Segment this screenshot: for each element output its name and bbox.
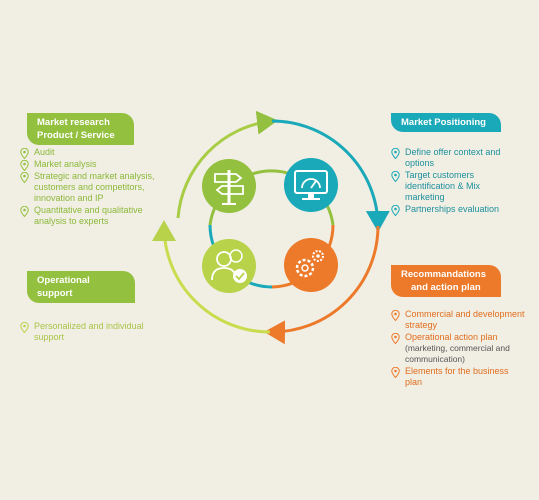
location-pin-icon [20,206,29,217]
recommendations-title-line1: Recommandations [401,269,486,280]
location-pin-icon [20,160,29,171]
list-item: Market analysis [20,159,168,171]
location-pin-icon [391,148,400,159]
gears-icon [284,238,338,292]
operational-support-list: Personalized and individual support [20,321,150,344]
location-pin-icon [391,310,400,321]
location-pin-icon [391,171,400,182]
market-positioning-title: Market Positioning [401,117,486,128]
list-item: Elements for the business plan [391,366,527,388]
list-item: Strategic and market analysis, customers… [20,171,168,204]
location-pin-icon [391,333,400,344]
monitor-gauge-icon [284,158,338,212]
location-pin-icon [20,322,29,333]
location-pin-icon [391,367,400,378]
outer-arc-top-left [176,110,278,219]
market-research-title-line2: Product / Service [37,130,115,141]
market-research-tag: Market research Product / Service [27,113,134,145]
list-item: Quantitative and qualitative analysis to… [20,205,168,227]
list-item: Partnerships evaluation [391,204,521,216]
recommendations-title-line2: and action plan [411,282,481,293]
signpost-icon [202,159,256,213]
list-item: Define offer context and options [391,147,521,169]
list-item: Personalized and individual support [20,321,150,343]
recommendations-list: Commercial and development strategy Oper… [391,309,527,389]
outer-arc-top-right [271,119,390,232]
list-item: Commercial and development strategy [391,309,527,331]
location-pin-icon [20,148,29,159]
operational-support-tag: Operational support [27,271,135,303]
list-item: Operational action plan(marketing, comme… [391,332,527,365]
outer-arc-bottom-left [152,220,271,334]
location-pin-icon [20,172,29,183]
users-check-icon [202,239,256,293]
recommendations-tag: Recommandations and action plan [391,265,501,297]
outer-arc-bottom-right [264,225,380,345]
market-positioning-list: Define offer context and options Target … [391,147,521,216]
location-pin-icon [391,205,400,216]
operational-support-title: Operational support [37,275,90,299]
market-research-title-line1: Market research [37,117,110,128]
list-item: Audit [20,147,168,159]
list-item: Target customers identification & Mix ma… [391,170,521,203]
list-item-subtext: (marketing, commercial and communication… [405,343,510,364]
market-positioning-tag: Market Positioning [391,113,501,132]
market-research-list: Audit Market analysis Strategic and mark… [20,147,168,228]
